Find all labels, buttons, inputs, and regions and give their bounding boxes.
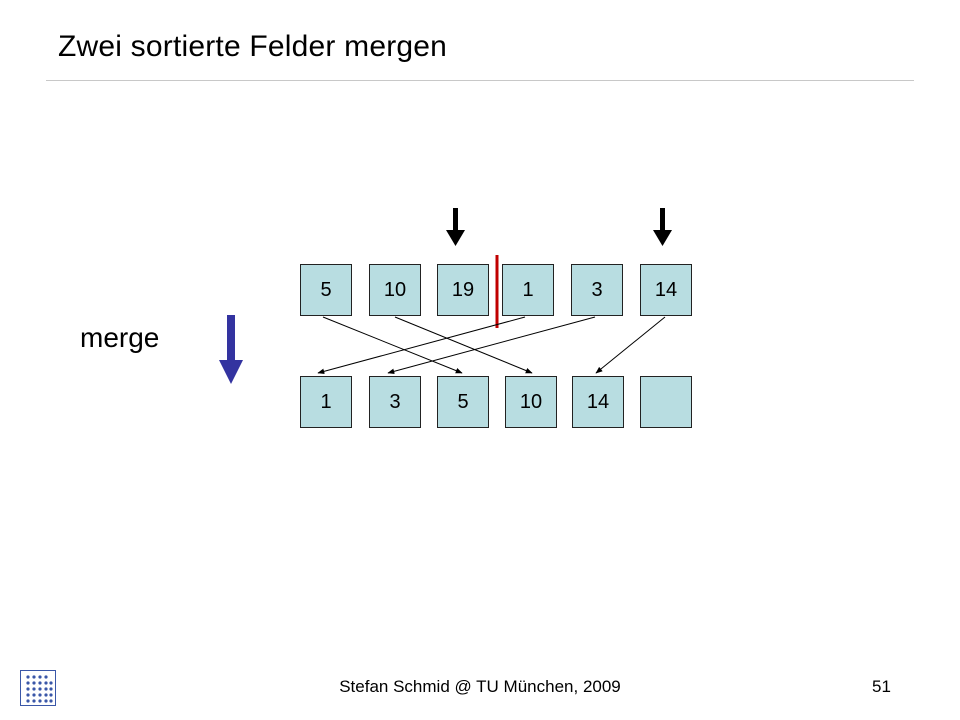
input-cell: 19 xyxy=(437,264,489,316)
arrow-1-to-1 xyxy=(317,316,526,375)
left-pointer-arrow xyxy=(446,208,465,246)
page-number: 51 xyxy=(872,677,891,696)
output-cell: 10 xyxy=(505,376,557,428)
arrow-14-to-14 xyxy=(595,316,666,374)
merge-label: merge xyxy=(80,322,160,353)
tum-logo-icon xyxy=(20,670,56,706)
merge-direction-arrow xyxy=(219,315,243,384)
input-cell: 1 xyxy=(502,264,554,316)
input-cell: 14 xyxy=(640,264,692,316)
input-cell: 3 xyxy=(571,264,623,316)
slide-title: Zwei sortierte Felder mergen xyxy=(58,30,448,63)
input-cell: 10 xyxy=(369,264,421,316)
right-pointer-arrow xyxy=(653,208,672,246)
output-cell: 14 xyxy=(572,376,624,428)
output-cell: 3 xyxy=(369,376,421,428)
arrow-10-to-10 xyxy=(394,316,533,374)
arrow-5-to-5 xyxy=(322,316,463,374)
title-divider xyxy=(46,80,914,81)
arrow-3-to-3 xyxy=(387,316,596,375)
output-cell: 1 xyxy=(300,376,352,428)
output-cell: 5 xyxy=(437,376,489,428)
input-cell: 5 xyxy=(300,264,352,316)
footer-text: Stefan Schmid @ TU München, 2009 xyxy=(339,677,621,696)
output-cell-empty xyxy=(640,376,692,428)
merge-connector-arrows xyxy=(317,316,666,375)
